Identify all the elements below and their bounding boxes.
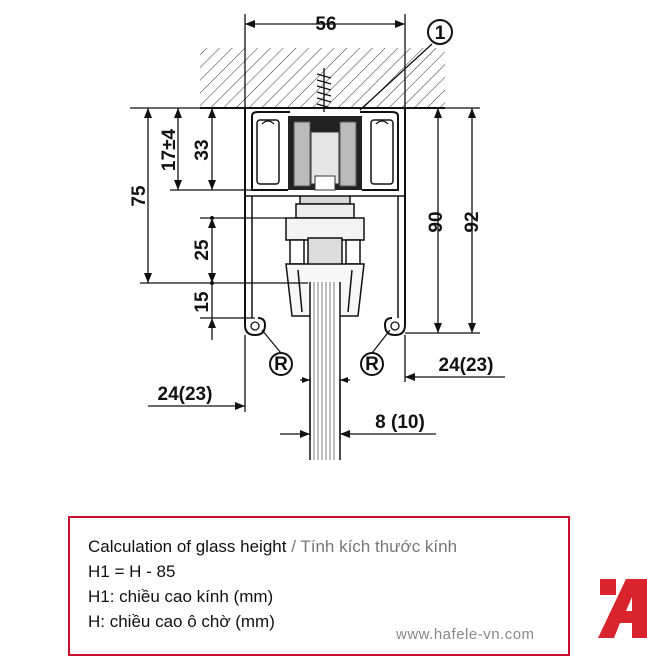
- r-label-left: R: [274, 354, 288, 375]
- dim-15: 15: [192, 291, 213, 313]
- dim-width-top: 56: [315, 14, 336, 35]
- dimension-lines: [130, 14, 505, 440]
- info-h1-definition: H1: chiều cao kính (mm): [88, 587, 274, 606]
- glass-height-info-box: Calculation of glass height / Tính kích …: [68, 516, 570, 656]
- dim-75: 75: [129, 185, 150, 207]
- reference-dots: [210, 216, 214, 285]
- glass-hanger: [285, 195, 365, 317]
- dim-92: 92: [462, 211, 483, 232]
- info-formula: H1 = H - 85: [88, 562, 176, 581]
- callout-number: 1: [435, 23, 446, 44]
- callout-circle: [427, 19, 453, 45]
- r-label-right: R: [365, 354, 379, 375]
- brand-logo-icon: [598, 579, 647, 638]
- dim-17-4: 17±4: [159, 129, 180, 172]
- watermark-url: www.hafele-vn.com: [396, 626, 535, 643]
- dim-33: 33: [192, 139, 213, 160]
- dim-side-left: 24(23): [158, 384, 213, 405]
- ceiling: [200, 48, 445, 109]
- dim-25: 25: [192, 239, 213, 261]
- dimension-arrows: [144, 20, 476, 438]
- technical-drawing: 1 R R 56 17±4 33 75 25 15 90 92 24(23) 2…: [129, 14, 505, 460]
- dim-glass-thickness: 8 (10): [375, 412, 425, 433]
- roller-carriage: [288, 116, 362, 191]
- info-h-definition: H: chiều cao ô chờ (mm): [88, 612, 275, 631]
- info-title-vi: Tính kích thước kính: [300, 537, 458, 556]
- info-title: Calculation of glass height / Tính kích …: [88, 534, 568, 559]
- info-title-sep: /: [286, 537, 301, 556]
- mounting-screw: [316, 68, 332, 112]
- dim-side-right: 24(23): [439, 355, 494, 376]
- info-title-en: Calculation of glass height: [88, 537, 287, 556]
- glass-panel: [309, 282, 341, 460]
- dim-90: 90: [426, 211, 447, 232]
